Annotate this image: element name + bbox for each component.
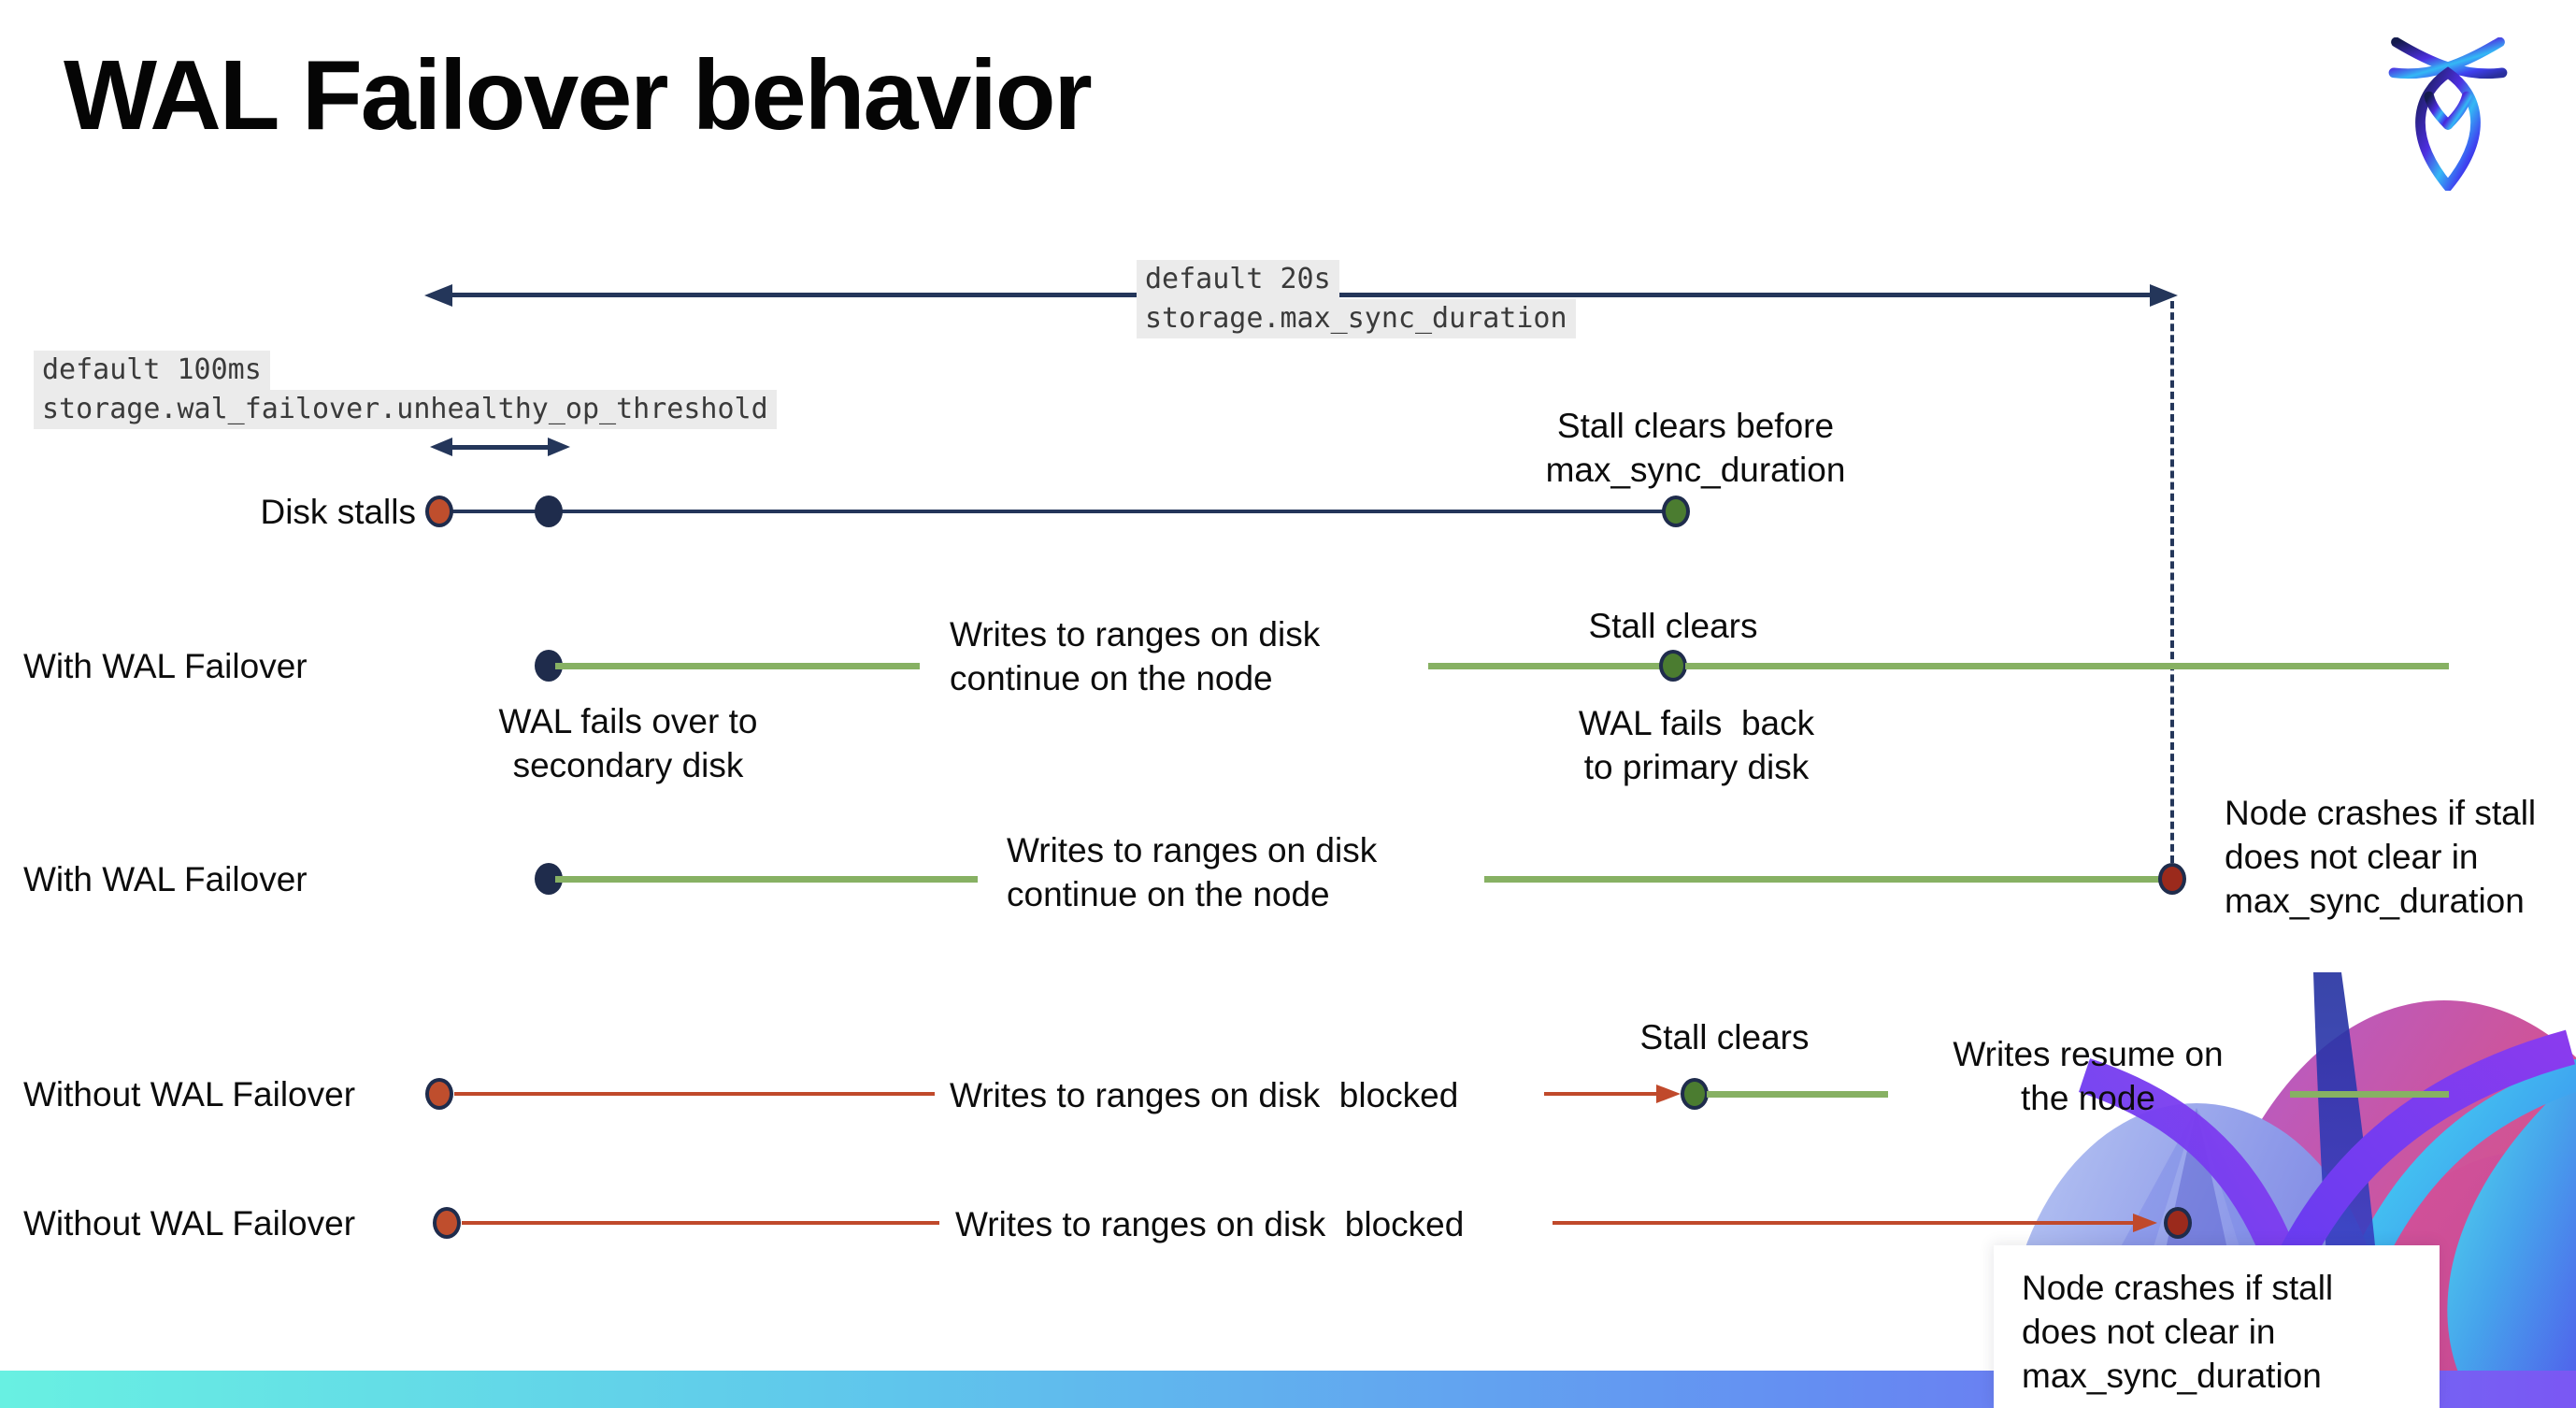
row2-green-line-b xyxy=(1428,663,1661,669)
row1-timeline xyxy=(439,510,1676,513)
row-label-with-wal-failover-2: With WAL Failover xyxy=(23,860,308,898)
row4-red-arrowhead-icon xyxy=(1656,1085,1681,1103)
row-label-disk-stalls: Disk stalls xyxy=(260,493,416,531)
row5-blocked-line-b xyxy=(1553,1221,2139,1225)
mini-arrowhead-left-icon xyxy=(430,438,452,456)
row2-stall-clears-dot xyxy=(1659,650,1687,682)
node-crash-callout-box: Node crashes if stall does not clear in … xyxy=(1994,1245,2440,1408)
mini-arrowhead-right-icon xyxy=(548,438,570,456)
row4-stall-clears-label: Stall clears xyxy=(1639,1018,1810,1056)
row4-writes-resume-label: Writes resume on the node xyxy=(1953,1035,2224,1117)
row2-fail-over-label: WAL fails over to secondary disk xyxy=(498,702,758,784)
page-title: WAL Failover behavior xyxy=(64,40,1093,151)
row1-stall-clears-before-label: Stall clears before max_sync_duration xyxy=(1545,407,1846,489)
row2-stall-clears-label: Stall clears xyxy=(1588,607,1758,645)
row5-stall-start-dot xyxy=(433,1207,461,1239)
row4-stall-clears-dot xyxy=(1681,1078,1709,1110)
row3-node-crashes-label: Node crashes if stall does not clear in … xyxy=(2225,794,2537,920)
row3-green-line-b xyxy=(1484,876,2161,883)
row-label-without-wal-failover-2: Without WAL Failover xyxy=(23,1204,356,1243)
row4-blocked-line-a xyxy=(454,1092,935,1096)
row5-red-arrowhead-icon xyxy=(2133,1214,2157,1232)
row3-node-crash-dot xyxy=(2158,863,2186,895)
row-label-with-wal-failover-1: With WAL Failover xyxy=(23,647,308,685)
row2-green-line-c xyxy=(1685,663,2449,669)
max-sync-setting-chip: storage.max_sync_duration xyxy=(1137,299,1576,338)
row2-writes-continue-label: Writes to ranges on disk continue on the… xyxy=(950,615,1321,697)
row4-green-line-a xyxy=(1707,1091,1888,1098)
unhealthy-threshold-default-chip: default 100ms xyxy=(34,351,270,390)
row5-writes-blocked-label: Writes to ranges on disk blocked xyxy=(955,1205,1465,1243)
row-label-without-wal-failover-1: Without WAL Failover xyxy=(23,1075,356,1113)
unhealthy-threshold-setting-chip: storage.wal_failover.unhealthy_op_thresh… xyxy=(34,390,777,429)
row3-writes-continue-label: Writes to ranges on disk continue on the… xyxy=(1007,831,1378,913)
row5-blocked-line-a xyxy=(462,1221,939,1225)
row5-node-crash-dot xyxy=(2164,1207,2192,1239)
cockroachdb-logo-icon xyxy=(2388,37,2508,191)
max-sync-default-chip: default 20s xyxy=(1137,260,1339,299)
row4-stall-start-dot xyxy=(425,1078,453,1110)
row1-stall-start-dot xyxy=(425,496,453,527)
row4-writes-blocked-label: Writes to ranges on disk blocked xyxy=(950,1076,1459,1114)
row5-node-crashes-label: Node crashes if stall does not clear in … xyxy=(2022,1269,2334,1395)
max-sync-deadline-dashed-line xyxy=(2170,301,2174,863)
arrowhead-left-icon xyxy=(424,284,452,307)
row2-fail-back-label: WAL fails back to primary disk xyxy=(1578,704,1815,786)
unhealthy-threshold-span-line xyxy=(449,445,550,450)
row1-stall-clears-dot xyxy=(1662,496,1690,527)
row1-threshold-dot xyxy=(535,496,563,527)
row3-green-line-a xyxy=(555,876,978,883)
row4-green-line-b xyxy=(2290,1091,2449,1098)
row4-blocked-line-b xyxy=(1544,1092,1662,1096)
row2-green-line-a xyxy=(555,663,920,669)
